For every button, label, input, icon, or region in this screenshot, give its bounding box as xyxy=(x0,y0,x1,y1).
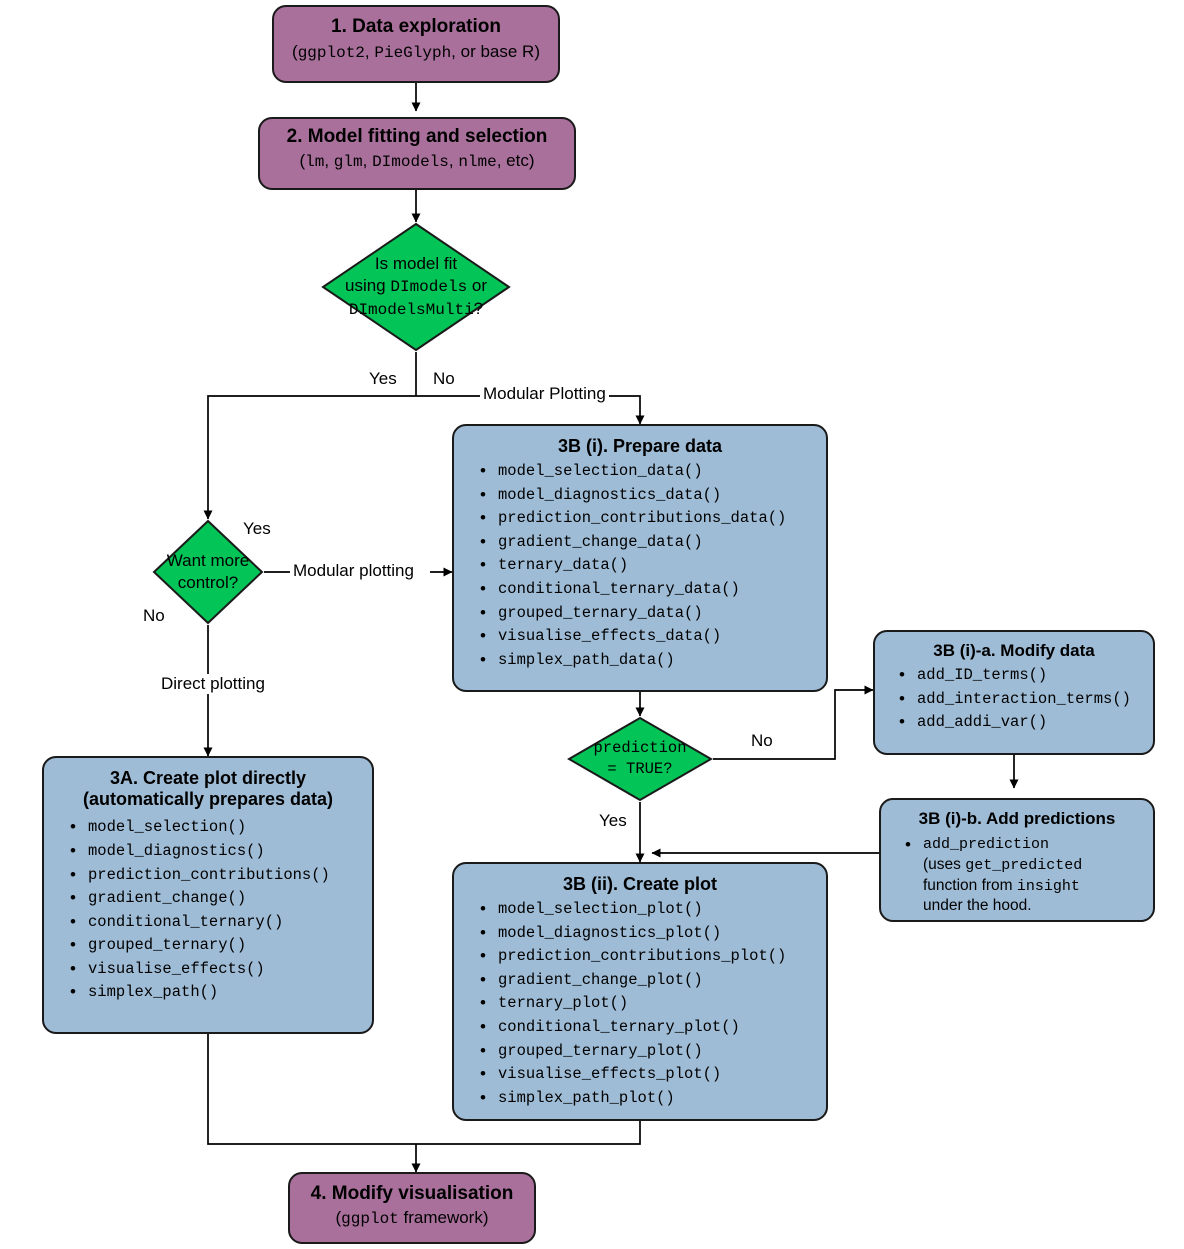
edge-label-yes-d3: Yes xyxy=(596,811,630,831)
list-item: conditional_ternary_plot() xyxy=(480,1018,814,1037)
list-item: add_ID_terms() xyxy=(899,666,1143,685)
step4-title: 4. Modify visualisation xyxy=(310,1183,514,1204)
decision2-shape xyxy=(152,519,264,625)
step2-sub-mid3: , xyxy=(448,151,459,171)
list-item: conditional_ternary_data() xyxy=(480,580,814,599)
step2-title: 2. Model fitting and selection xyxy=(286,126,548,147)
list-item: visualise_effects() xyxy=(70,960,360,979)
decision1-shape xyxy=(321,222,511,352)
edge-yes-to-decision2 xyxy=(203,395,416,520)
list-item: model_diagnostics_plot() xyxy=(480,924,814,943)
step4-sub-pre: ( xyxy=(335,1208,342,1228)
node-step3b-i-a-modify-data[interactable]: 3B (i)-a. Modify data add_ID_terms() add… xyxy=(873,630,1155,755)
node-decision1-model-fit[interactable]: Is model fit using DImodels or DImodelsM… xyxy=(321,222,511,352)
list-item: visualise_effects_plot() xyxy=(480,1065,814,1084)
step3a-function-list: model_selection() model_diagnostics() pr… xyxy=(56,818,360,1002)
edge-label-no-d1: No xyxy=(430,369,458,389)
step3bib-item-line2-pre: (uses xyxy=(923,855,966,873)
step2-code-nlme: nlme xyxy=(458,153,497,172)
edge-label-direct-plotting: Direct plotting xyxy=(158,674,268,694)
step1-sub-post: , or base R) xyxy=(451,42,540,62)
step4-subtitle: (ggplot framework) xyxy=(300,1208,524,1229)
step2-code-lm: lm xyxy=(305,153,325,172)
step3a-title-line2: (automatically prepares data) xyxy=(82,789,334,810)
list-item: grouped_ternary() xyxy=(70,936,360,955)
step3bib-title: 3B (i)-b. Add predictions xyxy=(918,809,1116,828)
edge-label-no-d2: No xyxy=(140,606,168,626)
edge-label-no-d3: No xyxy=(748,731,776,751)
step2-code-glm: glm xyxy=(333,153,363,172)
list-item: model_selection_data() xyxy=(480,462,814,481)
edge-3a-to-bottom-bus xyxy=(207,1034,416,1145)
node-decision3-prediction-true[interactable]: prediction = TRUE? xyxy=(567,716,713,802)
node-step3b-i-b-add-predictions[interactable]: 3B (i)-b. Add predictions add_prediction… xyxy=(879,798,1155,922)
edge-decision3-no-to-3bia xyxy=(713,685,874,760)
list-item: grouped_ternary_plot() xyxy=(480,1042,814,1061)
list-item: model_diagnostics_data() xyxy=(480,486,814,505)
step2-sub-mid1: , xyxy=(324,151,334,171)
step3bi-title: 3B (i). Prepare data xyxy=(557,436,723,456)
node-step3b-i-prepare-data[interactable]: 3B (i). Prepare data model_selection_dat… xyxy=(452,424,828,692)
step2-code-dimodels: DImodels xyxy=(372,153,449,172)
step3bia-function-list: add_ID_terms() add_interaction_terms() a… xyxy=(885,666,1143,732)
step1-code-ggplot2: ggplot2 xyxy=(297,44,365,63)
list-item: grouped_ternary_data() xyxy=(480,604,814,623)
list-item: model_selection_plot() xyxy=(480,900,814,919)
list-item: model_diagnostics() xyxy=(70,842,360,861)
step3bib-item-line3-pre: function from xyxy=(923,876,1017,894)
list-item: model_selection() xyxy=(70,818,360,837)
step3bib-code-insight: insight xyxy=(1016,877,1080,895)
edge-label-yes-d1: Yes xyxy=(366,369,400,389)
step1-title: 1. Data exploration xyxy=(331,16,501,37)
step1-code-pieglyph: PieGlyph xyxy=(374,44,452,63)
step3bib-item-line1: add_prediction xyxy=(923,836,1050,854)
step2-subtitle: (lm, glm, DImodels, nlme, etc) xyxy=(268,151,566,172)
list-item: prediction_contributions() xyxy=(70,866,360,885)
list-item: ternary_plot() xyxy=(480,994,814,1013)
list-item: prediction_contributions_plot() xyxy=(480,947,814,966)
step3bii-title: 3B (ii). Create plot xyxy=(562,874,718,894)
step3bib-item-line4: under the hood. xyxy=(923,897,1032,915)
decision3-shape xyxy=(567,716,713,802)
list-item: add_addi_var() xyxy=(899,713,1143,732)
edge-label-modular-plotting-lower: Modular plotting xyxy=(290,561,417,581)
node-step3a-create-plot-directly[interactable]: 3A. Create plot directly (automatically … xyxy=(42,756,374,1034)
list-item: gradient_change() xyxy=(70,889,360,908)
edge-no-to-3bi xyxy=(609,395,645,425)
step3a-title-line1: 3A. Create plot directly xyxy=(109,768,307,788)
node-step2[interactable]: 2. Model fitting and selection (lm, glm,… xyxy=(258,117,576,190)
edge-label-yes-d2: Yes xyxy=(240,519,274,539)
list-item: conditional_ternary() xyxy=(70,913,360,932)
edge-label-modular-plotting-top: Modular Plotting xyxy=(480,384,609,404)
list-item: ternary_data() xyxy=(480,556,814,575)
step1-subtitle: (ggplot2, PieGlyph, or base R) xyxy=(284,42,548,63)
step3bii-function-list: model_selection_plot() model_diagnostics… xyxy=(466,900,814,1108)
step2-sub-post: , etc) xyxy=(496,151,535,171)
list-item: add_prediction (uses get_predicted funct… xyxy=(905,834,1143,917)
step3bi-function-list: model_selection_data() model_diagnostics… xyxy=(466,462,814,670)
step3bib-function-list: add_prediction (uses get_predicted funct… xyxy=(891,834,1143,917)
node-step3b-ii-create-plot[interactable]: 3B (ii). Create plot model_selection_plo… xyxy=(452,862,828,1121)
list-item: gradient_change_plot() xyxy=(480,971,814,990)
step3bia-title: 3B (i)-a. Modify data xyxy=(933,641,1095,660)
list-item: visualise_effects_data() xyxy=(480,627,814,646)
list-item: simplex_path_data() xyxy=(480,651,814,670)
step2-sub-mid2: , xyxy=(362,151,373,171)
list-item: prediction_contributions_data() xyxy=(480,509,814,528)
node-step4-modify-visualisation[interactable]: 4. Modify visualisation (ggplot framewor… xyxy=(288,1172,536,1244)
node-step1[interactable]: 1. Data exploration (ggplot2, PieGlyph, … xyxy=(272,5,560,83)
list-item: gradient_change_data() xyxy=(480,533,814,552)
list-item: simplex_path_plot() xyxy=(480,1089,814,1108)
step4-sub-post: framework) xyxy=(398,1208,489,1228)
step1-sub-mid1: , xyxy=(364,42,375,62)
step2-sub-pre: ( xyxy=(299,151,306,171)
list-item: add_interaction_terms() xyxy=(899,690,1143,709)
step1-sub-pre: ( xyxy=(292,42,298,62)
edge-3bii-to-bottom-bus xyxy=(416,1121,641,1145)
step3bib-code-get-predicted: get_predicted xyxy=(965,856,1083,874)
list-item: simplex_path() xyxy=(70,983,360,1002)
step4-code-ggplot: ggplot xyxy=(341,1210,399,1229)
